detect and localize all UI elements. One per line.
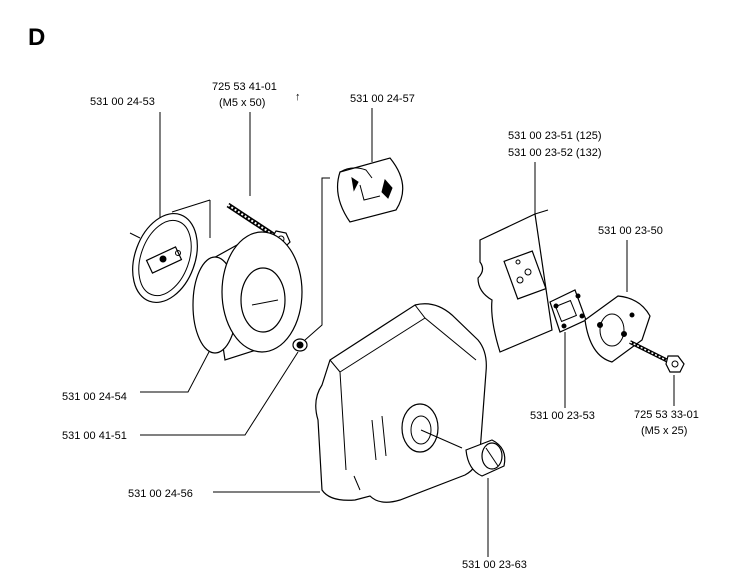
flange-531-00-23-50 [584,295,651,363]
part-label-725-53-41-01: 725 53 41-01 [212,81,277,93]
shield-531-00-23-51 [477,209,553,353]
part-label-531-00-23-50: 531 00 23-50 [598,225,663,237]
part-size-m5x25: (M5 x 25) [641,425,687,437]
section-letter: D [28,24,45,51]
screw-725-53-33-01 [629,340,685,373]
part-label-531-00-23-51: 531 00 23-51 (125) [508,130,602,142]
clip-531-00-24-57 [337,157,404,223]
part-label-531-00-24-53: 531 00 24-53 [90,96,155,108]
part-label-531-00-41-51: 531 00 41-51 [62,430,127,442]
nut-531-00-41-51 [292,338,308,352]
filter-531-00-24-54 [192,231,303,361]
cover-531-00-24-56 [315,303,487,503]
knob-531-00-23-63 [465,439,506,477]
part-label-531-00-23-53: 531 00 23-53 [530,410,595,422]
part-label-531-00-24-54: 531 00 24-54 [62,391,127,403]
part-size-m5x50: (M5 x 50) [219,97,265,109]
part-label-531-00-24-56: 531 00 24-56 [128,488,193,500]
part-label-725-53-33-01: 725 53 33-01 [634,409,699,421]
part-label-531-00-24-57: 531 00 24-57 [350,93,415,105]
part-label-531-00-23-52: 531 00 23-52 (132) [508,147,602,159]
gasket-531-00-23-53 [549,289,587,333]
part-label-531-00-23-63: 531 00 23-63 [462,559,527,571]
arrow-marker: ↑ [295,91,301,103]
leader-lines [129,108,675,557]
rear-plate-531-00-24-53 [132,199,211,304]
